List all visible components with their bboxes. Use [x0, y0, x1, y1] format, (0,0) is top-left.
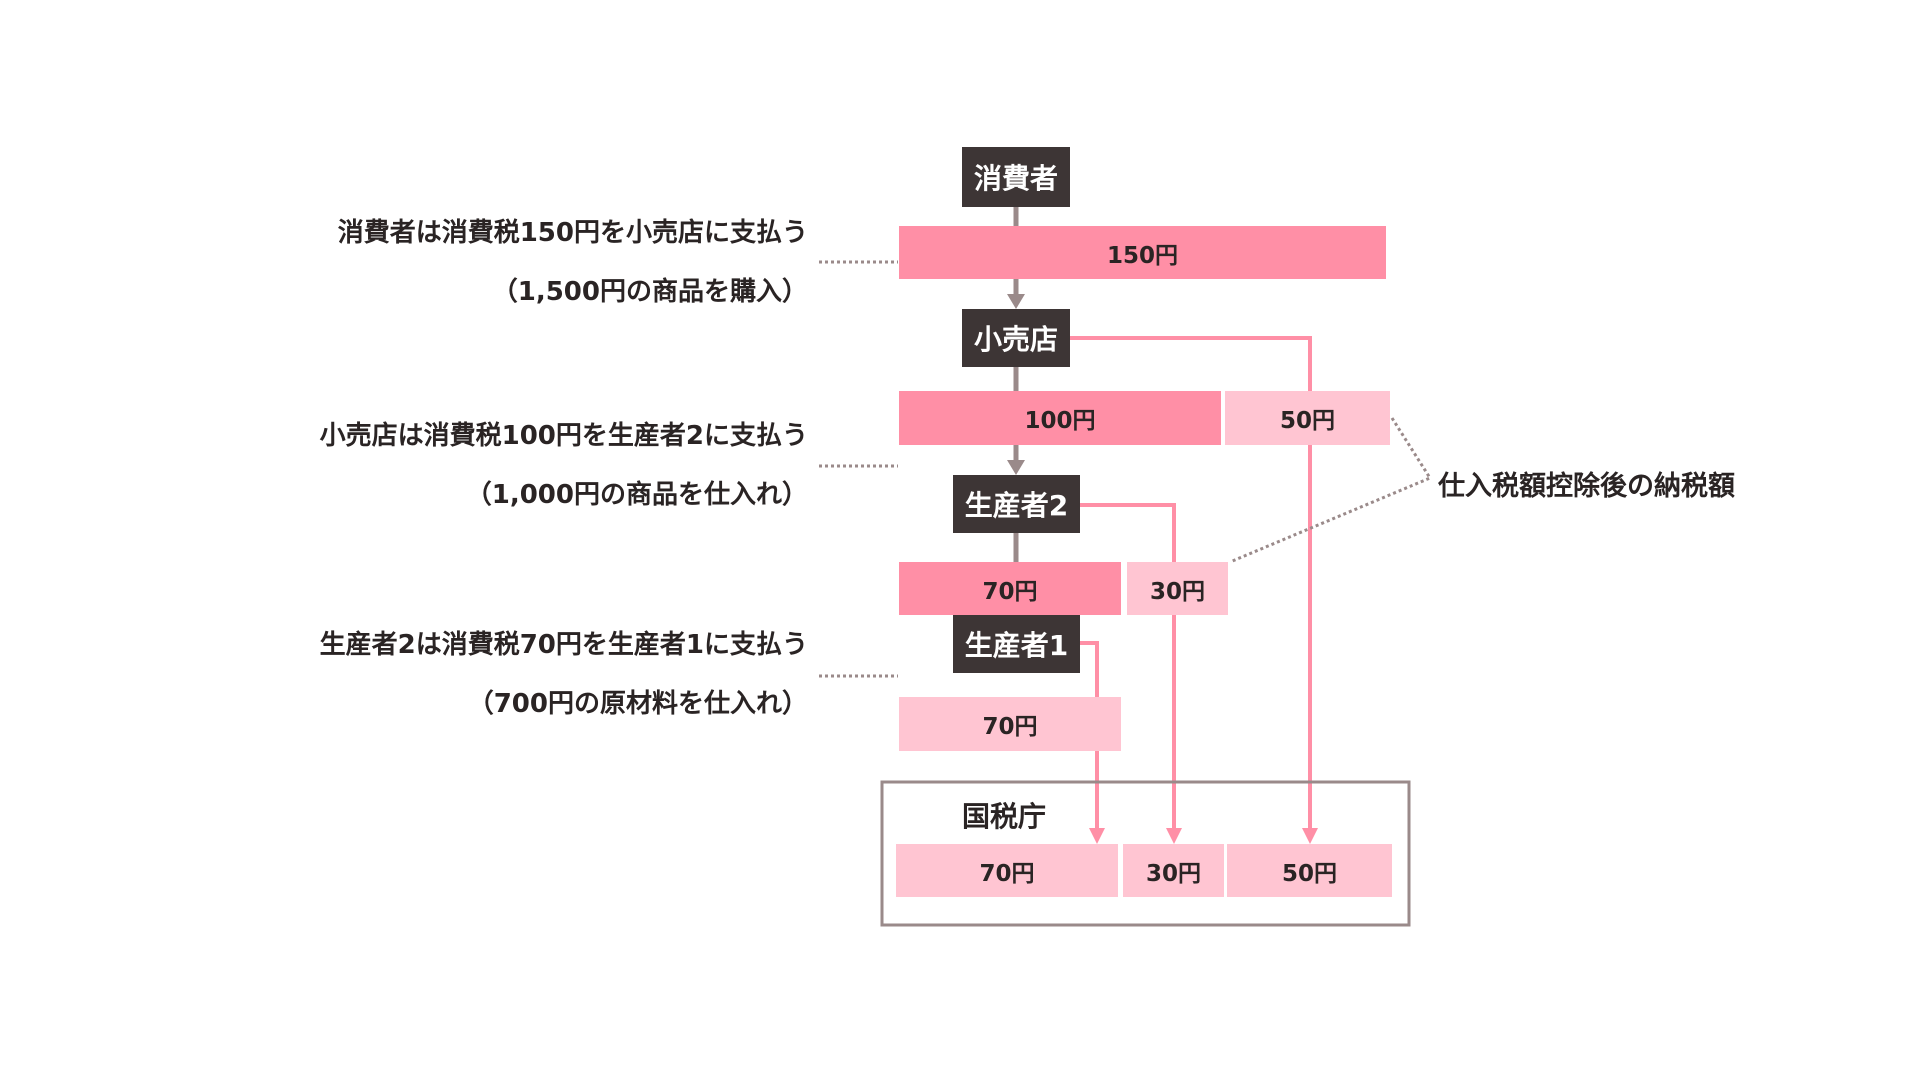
bar-producer1-net: 70円: [899, 697, 1121, 751]
description-retailer: 小売店は消費税100円を生産者2に支払う （1,000円の商品を仕入れ）: [320, 407, 808, 525]
bar-retailer-pays: 100円: [899, 391, 1221, 445]
node-producer2: 生産者2: [953, 475, 1080, 533]
tax-office-label: 国税庁: [962, 800, 1047, 833]
bar-consumer-pays: 150円: [899, 226, 1386, 279]
tax-office-border: [880, 780, 1411, 927]
dotted-leaders: [819, 260, 1433, 678]
bar-office-70: 70円: [896, 844, 1118, 897]
node-retailer: 小売店: [962, 309, 1070, 367]
description-line: （1,000円の商品を仕入れ）: [465, 480, 808, 510]
node-consumer: 消費者: [962, 147, 1070, 207]
description-producer2: 生産者2は消費税70円を生産者1に支払う （700円の原材料を仕入れ）: [320, 616, 808, 734]
arrow-down-icon: [1166, 828, 1182, 844]
bar-office-50: 50円: [1227, 844, 1392, 897]
net-tax-label: 仕入税額控除後の納税額: [1438, 471, 1735, 502]
description-line: 生産者2は消費税70円を生産者1に支払う: [319, 630, 808, 660]
description-line: 小売店は消費税100円を生産者2に支払う: [319, 421, 808, 451]
bar-producer2-net: 30円: [1127, 562, 1228, 615]
bar-office-30: 30円: [1123, 844, 1224, 897]
arrow-down-icon: [1089, 828, 1105, 844]
arrow-down-icon: [1007, 294, 1025, 309]
description-line: （1,500円の商品を購入）: [491, 277, 808, 307]
bar-retailer-net: 50円: [1225, 391, 1390, 445]
arrow-down-icon: [1007, 460, 1025, 475]
arrow-down-icon: [1302, 828, 1318, 844]
description-line: 消費者は消費税150円を小売店に支払う: [337, 218, 808, 248]
description-consumer: 消費者は消費税150円を小売店に支払う （1,500円の商品を購入）: [338, 204, 808, 322]
tax-payment-lines: [1070, 336, 1312, 830]
bar-producer2-pays: 70円: [899, 562, 1121, 615]
description-line: （700円の原材料を仕入れ）: [467, 689, 808, 719]
node-producer1: 生産者1: [953, 614, 1080, 673]
